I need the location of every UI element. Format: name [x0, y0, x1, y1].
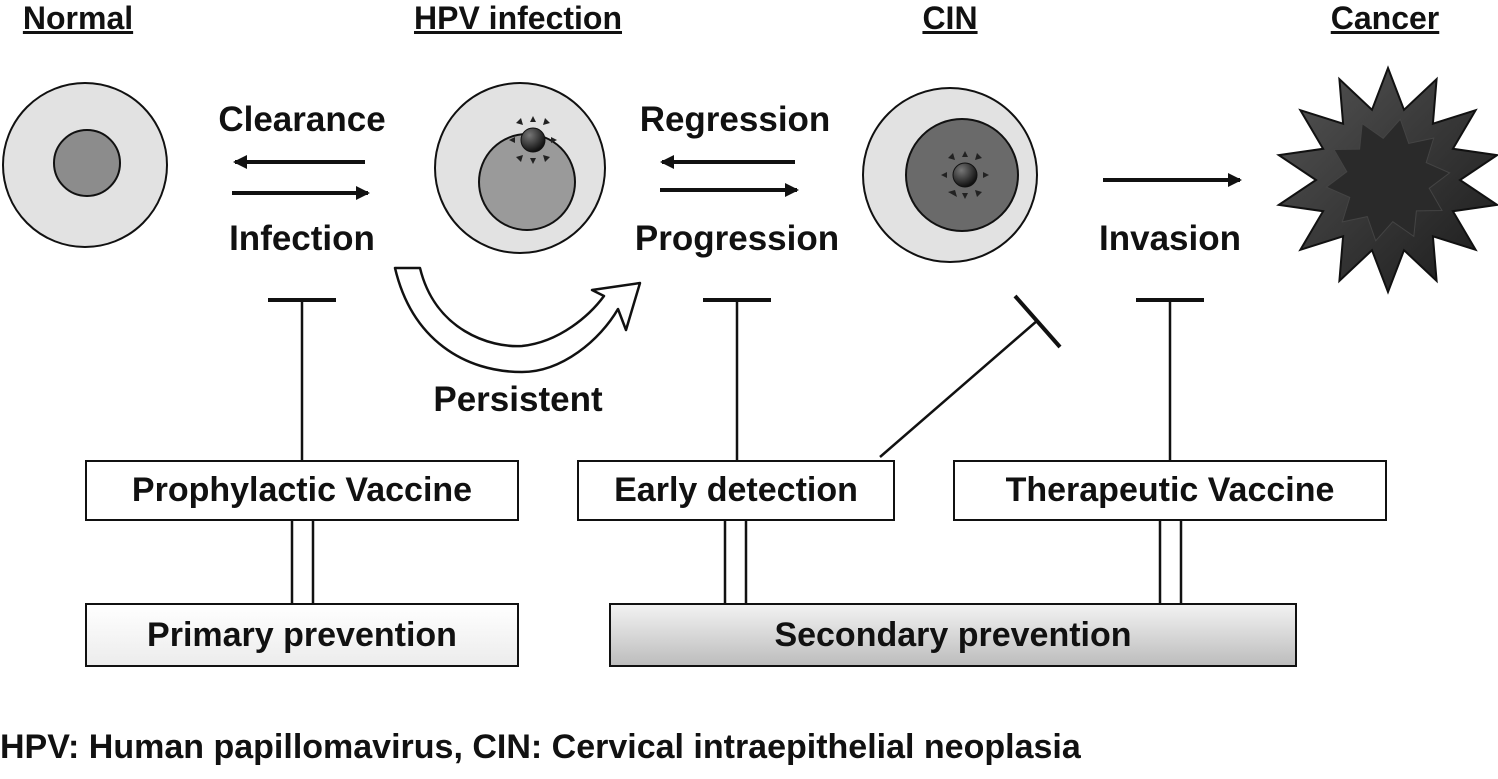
virus-icon [941, 151, 989, 199]
cancer-cell [1276, 65, 1498, 295]
stage-normal-title: Normal [22, 0, 134, 36]
virus-icon [509, 116, 557, 164]
early-detection-diagonal-inhibition-line [879, 294, 1062, 458]
hpv-infected-cell [434, 82, 606, 254]
normal-cell [2, 82, 168, 248]
early-detection-inhibition-line [703, 298, 771, 460]
invasion-label: Invasion [1099, 219, 1241, 258]
clearance-label: Clearance [218, 100, 386, 139]
therapeutic-vaccine-box: Therapeutic Vaccine [953, 460, 1387, 521]
progression-label: Progression [634, 219, 840, 258]
primary-connector [290, 520, 315, 603]
primary-prevention-box: Primary prevention [85, 603, 519, 667]
persistent-label: Persistent [433, 380, 603, 419]
regression-label: Regression [639, 100, 831, 139]
therapeutic-connector [1158, 520, 1183, 603]
early-detection-box: Early detection [577, 460, 895, 521]
stage-cancer-title: Cancer [1330, 0, 1440, 36]
infection-label: Infection [229, 219, 375, 258]
stage-cin-title: CIN [922, 0, 978, 36]
persistent-arrow [393, 266, 642, 374]
cin-cell [862, 87, 1038, 263]
secondary-prevention-box: Secondary prevention [609, 603, 1297, 667]
prophylactic-vaccine-box: Prophylactic Vaccine [85, 460, 519, 521]
footnote: HPV: Human papillomavirus, CIN: Cervical… [0, 728, 1081, 766]
therapeutic-inhibition-line [1136, 298, 1204, 460]
prophylactic-inhibition-line [268, 298, 336, 460]
early-detection-connector [723, 520, 748, 603]
stage-hpv-infection-title: HPV infection [413, 0, 623, 36]
